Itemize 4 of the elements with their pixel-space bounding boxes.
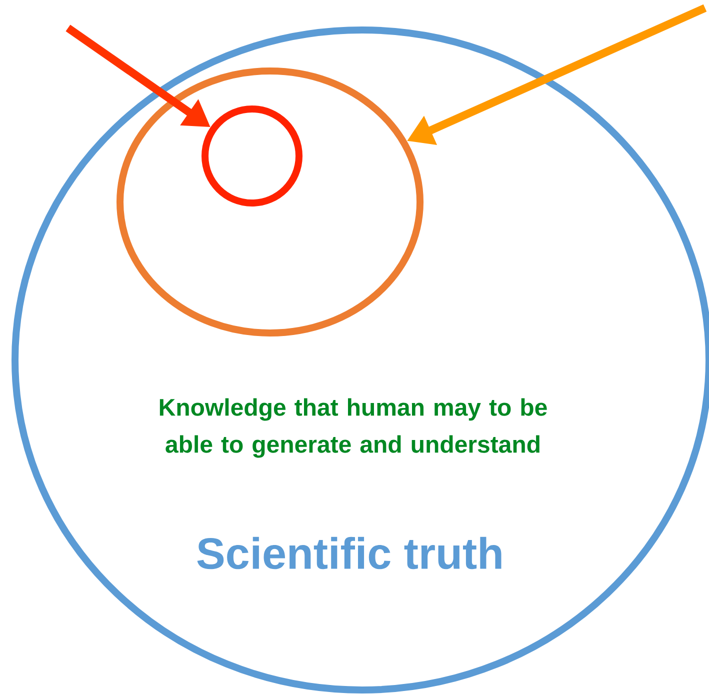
- ellipse-outline: [116, 67, 424, 336]
- note-text: Knowledge that human may to be able to generate and understand: [160, 398, 547, 458]
- node-label: Scientific truth: [197, 536, 502, 570]
- circle-outline: [202, 105, 302, 206]
